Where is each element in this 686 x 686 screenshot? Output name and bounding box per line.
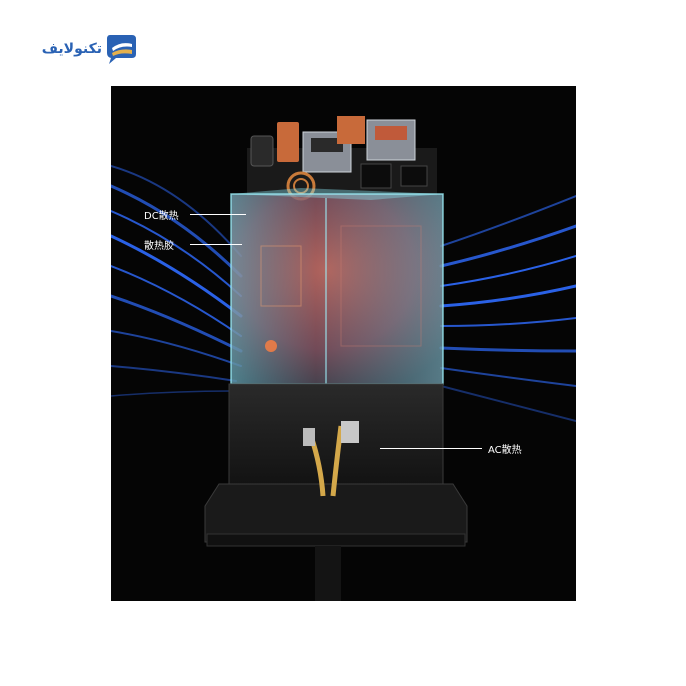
ac-heat-leader	[380, 448, 482, 449]
ac-base	[204, 383, 468, 601]
dc-heat-label: DC散热	[144, 211, 179, 222]
charger-cutaway-illustration	[111, 116, 576, 601]
airflow-streaks	[111, 165, 576, 422]
circuit-top	[247, 116, 437, 201]
dc-heat-leader	[190, 214, 246, 215]
brand-logo[interactable]: تکنولایف	[40, 32, 142, 72]
gel-leader	[190, 244, 242, 245]
brand-name: تکنولایف	[41, 41, 102, 57]
product-photo	[111, 86, 576, 601]
chat-bubble-logo-icon	[107, 35, 136, 64]
glass-cube	[230, 188, 444, 385]
ac-heat-label: AC散热	[488, 445, 522, 456]
gel-label: 散热胶	[144, 241, 174, 252]
